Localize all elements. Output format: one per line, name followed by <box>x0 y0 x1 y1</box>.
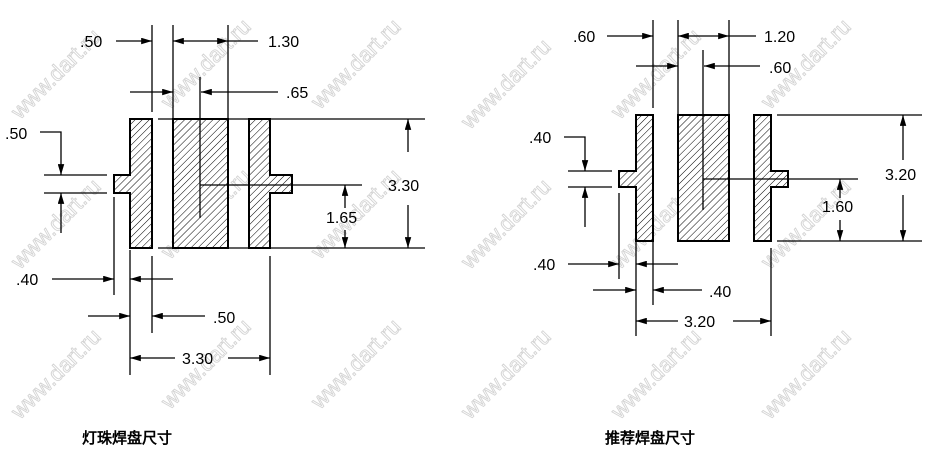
right-pad <box>753 114 789 242</box>
dimension-lines <box>564 20 922 336</box>
watermark: www.dart.ru <box>5 324 106 425</box>
watermark: www.dart.ru <box>155 14 256 115</box>
dim-tab-height: .40 <box>529 130 551 147</box>
left-pad <box>618 114 654 242</box>
watermark: www.dart.ru <box>305 14 406 115</box>
watermark: www.dart.ru <box>305 314 406 415</box>
dim-half-height: 1.60 <box>822 199 853 216</box>
dim-half-height: 1.65 <box>326 210 357 227</box>
dim-center-half: .60 <box>769 60 791 77</box>
watermark: www.dart.ru <box>605 24 706 125</box>
dim-tab-width: .40 <box>16 272 38 289</box>
left-pad <box>113 118 153 249</box>
dim-tab-width: .40 <box>533 257 555 274</box>
dimension-lines <box>40 25 425 375</box>
watermark: www.dart.ru <box>455 34 556 135</box>
dim-tab-height: .50 <box>5 126 27 143</box>
dim-overall-width: 3.30 <box>182 351 213 368</box>
dim-top-gap: .50 <box>80 34 102 51</box>
watermark: www.dart.ru <box>605 324 706 425</box>
led-pad-drawing: .50 1.30 .65 .50 3.30 1.65 .40 .50 3.30 … <box>5 25 425 447</box>
dim-center-width: 1.20 <box>764 29 795 46</box>
dim-overall-height: 3.30 <box>388 178 419 195</box>
drawing-title: 推荐焊盘尺寸 <box>605 429 695 447</box>
watermark: www.dart.ru <box>455 324 556 425</box>
recommended-pad-drawing: .60 1.20 .60 .40 3.20 1.60 .40 .40 3.20 … <box>529 20 922 447</box>
dim-pad-width: .50 <box>213 310 235 327</box>
watermark: www.dart.ru <box>755 324 856 425</box>
dim-top-gap: .60 <box>573 29 595 46</box>
dim-overall-width: 3.20 <box>684 314 715 331</box>
dim-pad-width: .40 <box>709 284 731 301</box>
dim-center-half: .65 <box>286 85 308 102</box>
drawing-title: 灯珠焊盘尺寸 <box>82 429 172 447</box>
dim-overall-height: 3.20 <box>885 167 916 184</box>
watermark: www.dart.ru <box>5 174 106 275</box>
dim-center-width: 1.30 <box>268 34 299 51</box>
right-pad <box>248 118 293 249</box>
